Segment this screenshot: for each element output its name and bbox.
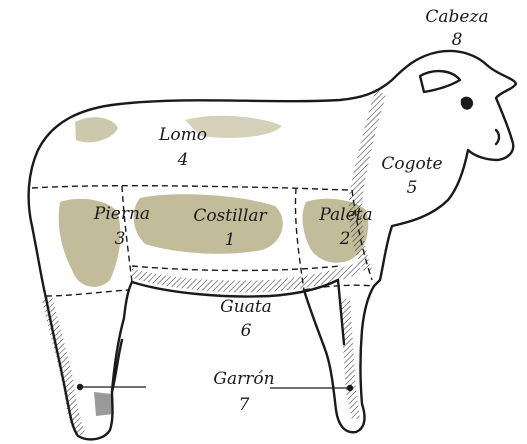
label-cabeza-number: 8	[452, 30, 463, 50]
boundary-lomo	[32, 186, 352, 190]
neck-hatch	[349, 88, 386, 272]
fore-leg-hatch	[340, 298, 360, 420]
eye-outline	[462, 98, 472, 109]
garron-dot-left	[77, 384, 82, 389]
boundary-paleta	[295, 188, 304, 290]
boundary-belly	[132, 266, 340, 271]
label-cogote-number: 5	[407, 178, 418, 198]
label-lomo-number: 4	[177, 150, 189, 170]
label-pierna-number: 3	[115, 229, 126, 249]
label-costillar-name: Costillar	[193, 206, 267, 226]
label-guata-name: Guata	[220, 297, 272, 317]
label-guata-number: 6	[241, 321, 252, 341]
label-garron-number: 7	[239, 395, 250, 415]
label-garron-name: Garrón	[213, 369, 274, 389]
label-cogote-name: Cogote	[381, 154, 442, 174]
shaded-zones	[59, 116, 369, 287]
boundary-hind-leg	[46, 290, 128, 296]
label-cabeza-name: Cabeza	[425, 7, 488, 27]
label-paleta-name: Paleta	[318, 205, 372, 225]
ear-outline	[420, 71, 460, 92]
lomo-shading-left	[75, 117, 118, 142]
label-paleta-number: 2	[339, 229, 351, 249]
outline-fore-leg	[304, 286, 374, 432]
label-lomo-name: Lomo	[158, 125, 207, 145]
label-costillar-number: 1	[225, 230, 236, 250]
label-pierna-name: Pierna	[93, 204, 150, 224]
garron-dot-right	[347, 385, 352, 390]
outline-rear	[29, 150, 46, 298]
nose-outline	[496, 130, 499, 144]
